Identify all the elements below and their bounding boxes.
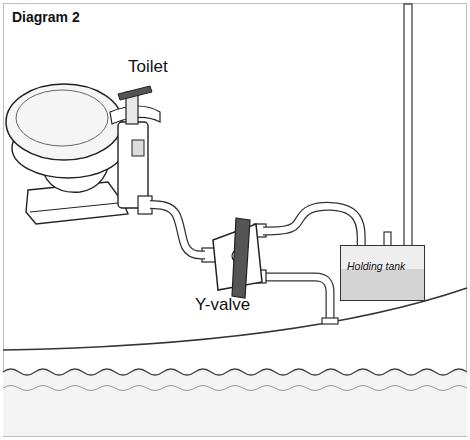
part-label: Toilet (128, 57, 168, 77)
title-layer: Diagram 2 (12, 9, 80, 25)
sea-area (3, 369, 467, 436)
hose-wall (263, 206, 361, 245)
tank-label: Holding tank (347, 260, 405, 272)
toilet-base-edge (30, 202, 128, 212)
wave-line (3, 369, 467, 375)
toilet-lid (6, 84, 122, 160)
pump-outlet (138, 196, 152, 214)
vent-pipe (404, 4, 412, 262)
overboard-hose (262, 277, 330, 320)
wave-line (3, 386, 467, 391)
tank-box: Holding tank (340, 245, 425, 301)
valve-lever (232, 218, 250, 298)
toilet-lid-edge (16, 90, 108, 146)
hose-bore (150, 205, 205, 255)
hose-wall (150, 205, 205, 255)
hose-bore (263, 206, 361, 245)
diagram-title: Diagram 2 (12, 9, 80, 25)
frame (4, 4, 467, 437)
hose-connector (150, 205, 205, 255)
overboard-hose (262, 277, 330, 320)
toilet-pump (118, 122, 148, 208)
hose-connector (263, 206, 361, 245)
valve-illustration: Y-valve (205, 215, 263, 295)
pump-handle (118, 86, 152, 100)
toilet-illustration: Toilet (0, 55, 150, 225)
pump-lever (132, 140, 144, 156)
part-label: Y-valve (195, 295, 250, 315)
seacock-fitting (322, 318, 338, 324)
